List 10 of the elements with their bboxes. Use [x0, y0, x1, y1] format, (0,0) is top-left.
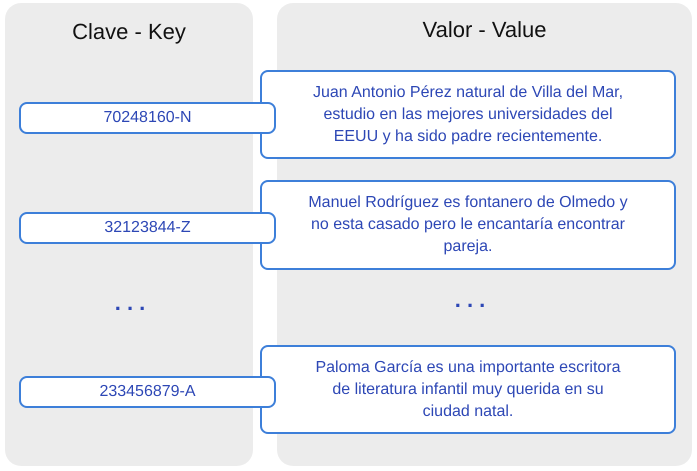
value-box: Paloma García es una importante escritora de literatura infantil muy querida en su ciudad natal.: [260, 345, 676, 434]
key-box: 70248160-N: [19, 102, 276, 134]
column-heading: Valor - Value: [422, 17, 546, 43]
key-box: 32123844-Z: [19, 212, 276, 244]
value-box: Juan Antonio Pérez natural de Villa del Mar, estudio en las mejores universidades del EEUU y ha sido padre recientemente.: [260, 70, 676, 159]
value-box: Manuel Rodríguez es fontanero de Olmedo y no esta casado pero le encantaría encontrar pareja.: [260, 180, 676, 270]
column-heading: Clave - Key: [72, 19, 186, 45]
ellipsis: . . .: [454, 289, 486, 311]
key-box: 233456879-A: [19, 376, 276, 408]
ellipsis: . . .: [114, 292, 146, 314]
